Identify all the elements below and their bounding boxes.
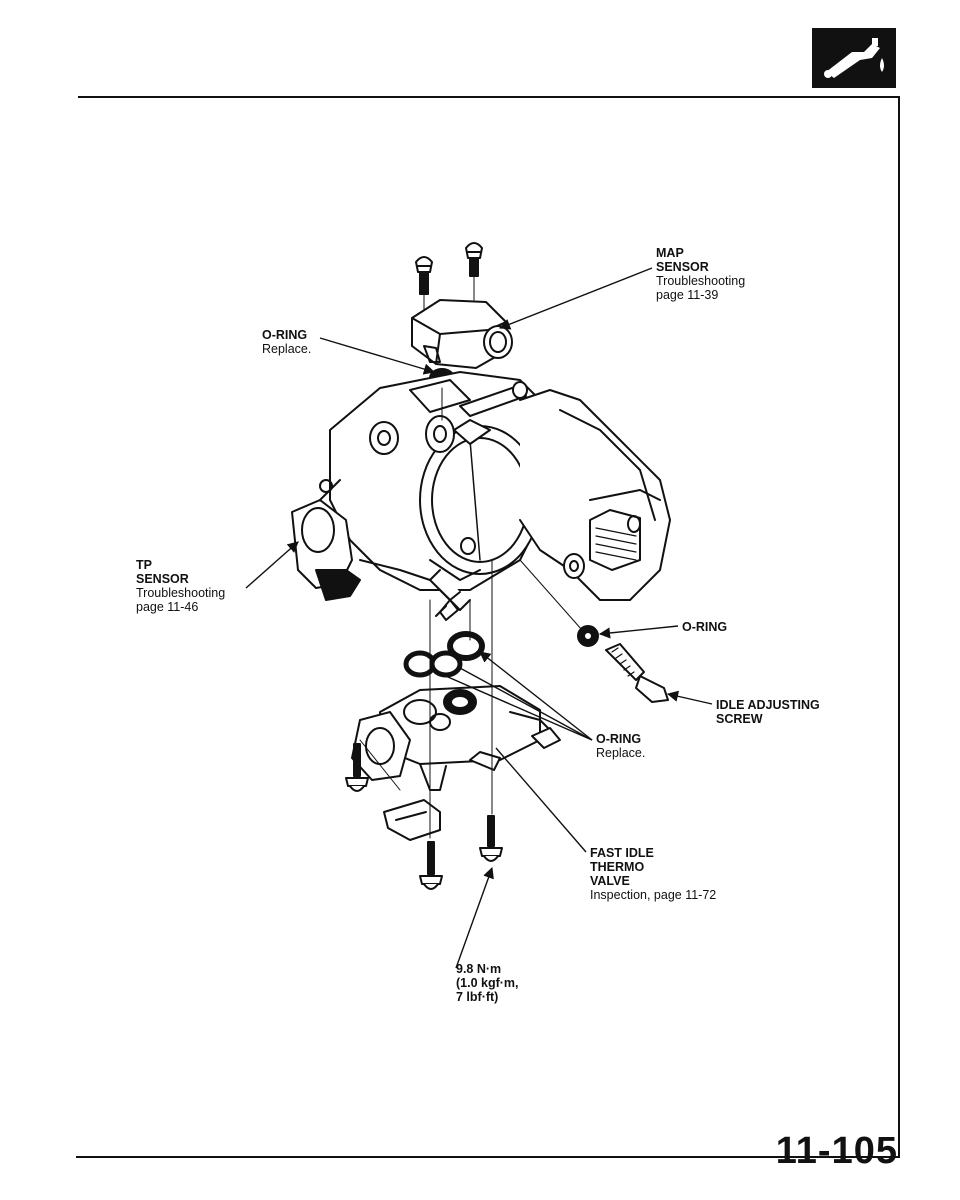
hose-fitting [435, 599, 459, 621]
label-map-sensor-l2: SENSOR [656, 260, 709, 274]
label-torque-l2: (1.0 kgf·m, [456, 976, 519, 990]
label-idle-screw-l2: SCREW [716, 712, 763, 726]
map-sensor [411, 299, 513, 369]
fast-idle-thermo-valve [351, 685, 561, 791]
top-rule [78, 96, 900, 98]
leader-torque [455, 866, 494, 969]
label-fast-idle-l3: VALVE [590, 874, 630, 888]
map-sensor-screw-right [465, 242, 483, 277]
label-o-ring-lower-l2: Replace. [596, 746, 646, 760]
page-number: 11-105 [775, 1130, 898, 1172]
bolt-middle [419, 841, 443, 890]
leader-o-ring-lower-c [431, 669, 593, 741]
leader-fast-idle [495, 747, 587, 853]
label-fast-idle-l4: Inspection, page 11-72 [590, 888, 717, 902]
label-torque-l1: 9.8 N·m [456, 962, 502, 976]
label-fast-idle-l1: FAST IDLE [590, 846, 654, 860]
leader-o-ring-lower-a [479, 651, 593, 741]
label-torque-l3: 7 lbf·ft) [456, 990, 499, 1004]
tp-sensor [291, 499, 361, 601]
label-o-ring-lower-l1: O-RING [596, 732, 642, 746]
right-rule [898, 96, 900, 1158]
label-tp-sensor-l2: SENSOR [136, 572, 189, 586]
label-map-sensor-l3: Troubleshooting [656, 274, 746, 288]
label-o-ring-top: O-RING Replace. [262, 328, 311, 356]
label-o-ring-right-l1: O-RING [682, 620, 728, 634]
label-fast-idle-thermo-valve: FAST IDLE THERMO VALVE Inspection, page … [590, 846, 716, 902]
label-tp-sensor-l1: TP [136, 558, 152, 572]
leader-o-ring-lower-b [459, 667, 593, 741]
leader-o-ring-top [319, 337, 436, 375]
leader-idle-screw [666, 690, 713, 705]
label-map-sensor-l1: MAP [656, 246, 684, 260]
label-tp-sensor-l3: Troubleshooting [136, 586, 226, 600]
assembly-guide-lines [359, 387, 583, 839]
label-fast-idle-l2: THERMO [590, 860, 645, 874]
label-map-sensor-l4: page 11-39 [656, 288, 719, 302]
label-idle-adjusting-screw: IDLE ADJUSTING SCREW [716, 698, 820, 726]
bolt-right [479, 815, 503, 862]
idle-adjusting-screw [577, 625, 669, 703]
leader-map-sensor [498, 267, 653, 330]
bottom-rule [76, 1156, 900, 1158]
label-o-ring-lower: O-RING Replace. [596, 732, 645, 760]
throttle-body [319, 371, 561, 611]
label-map-sensor: MAP SENSOR Troubleshooting page 11-39 [656, 246, 745, 302]
label-idle-screw-l1: IDLE ADJUSTING [716, 698, 820, 712]
label-tp-sensor: TP SENSOR Troubleshooting page 11-46 [136, 558, 225, 614]
fuel-nozzle-icon [812, 28, 896, 88]
leader-tp-sensor [245, 541, 299, 589]
leader-o-ring-right [598, 625, 679, 639]
bolt-left [345, 743, 369, 792]
gasket [383, 799, 441, 841]
throttle-linkage [519, 389, 671, 601]
o-ring-lower-3 [429, 650, 463, 678]
label-o-ring-top-l1: O-RING [262, 328, 308, 342]
label-o-ring-top-l2: Replace. [262, 342, 312, 356]
label-o-ring-right: O-RING [682, 620, 727, 634]
o-ring-lower-1 [447, 631, 485, 661]
map-sensor-screw-left [415, 256, 433, 295]
label-torque-spec: 9.8 N·m (1.0 kgf·m, 7 lbf·ft) [456, 962, 519, 1004]
label-tp-sensor-l4: page 11-46 [136, 600, 199, 614]
